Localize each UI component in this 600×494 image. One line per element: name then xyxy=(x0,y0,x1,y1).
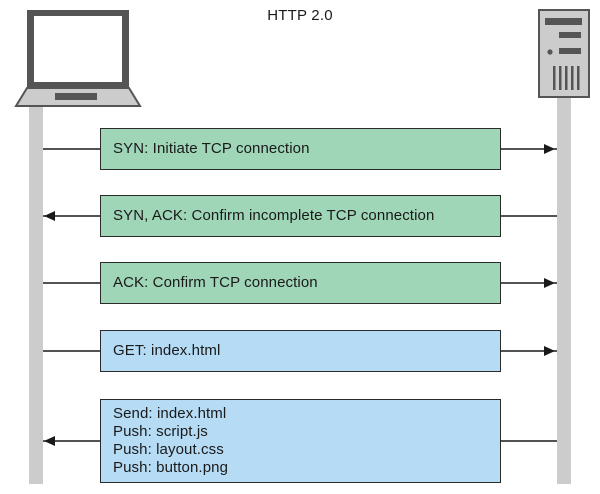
arrow-head-left xyxy=(44,436,55,446)
vent-slot xyxy=(571,66,574,90)
diagram-title: HTTP 2.0 xyxy=(267,7,333,24)
message-arrows xyxy=(43,144,557,446)
message-line: Push: button.png xyxy=(113,459,229,476)
arrow-head-left xyxy=(44,211,55,221)
message-server-push: Send: index.html Push: script.js Push: l… xyxy=(100,399,501,483)
vent-slot xyxy=(577,66,580,90)
message-line: SYN: Initiate TCP connection xyxy=(113,140,310,157)
server-icon xyxy=(538,9,590,98)
arrow-head-right xyxy=(544,346,555,356)
server-vent-slots xyxy=(553,66,580,90)
vent-slot xyxy=(565,66,568,90)
client-lifeline xyxy=(29,106,43,484)
message-line: ACK: Confirm TCP connection xyxy=(113,274,318,291)
message-syn-ack: SYN, ACK: Confirm incomplete TCP connect… xyxy=(100,195,501,237)
laptop-icon xyxy=(14,10,142,107)
message-line: Push: layout.css xyxy=(113,441,224,458)
message-line: GET: index.html xyxy=(113,342,221,359)
message-line: Send: index.html xyxy=(113,405,227,422)
server-lifeline xyxy=(557,97,571,484)
message-get: GET: index.html xyxy=(100,330,501,372)
message-ack: ACK: Confirm TCP connection xyxy=(100,262,501,304)
message-syn: SYN: Initiate TCP connection xyxy=(100,128,501,170)
message-line: Push: script.js xyxy=(113,423,208,440)
message-line: SYN, ACK: Confirm incomplete TCP connect… xyxy=(113,207,435,224)
vent-slot xyxy=(553,66,556,90)
arrow-head-right xyxy=(544,144,555,154)
vent-slot xyxy=(559,66,562,90)
arrow-head-right xyxy=(544,278,555,288)
